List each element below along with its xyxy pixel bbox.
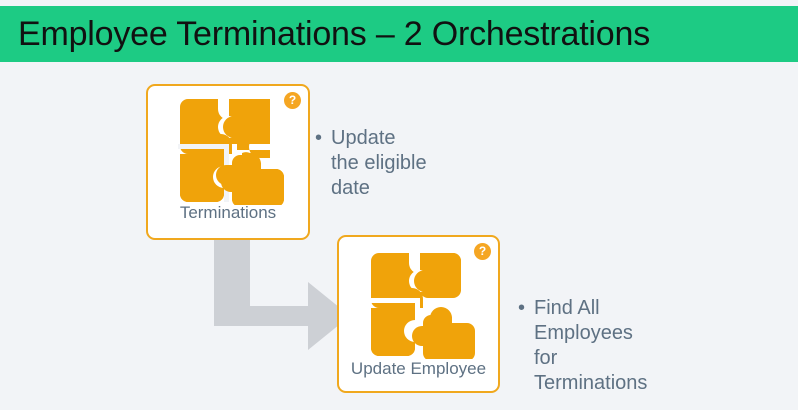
bullet-text: Update the eligible date <box>331 127 427 199</box>
bullet-text: Find All Employees for Terminations <box>534 297 648 394</box>
bullet-update-eligible-date: • Update the eligible date <box>315 126 465 201</box>
help-badge-icon[interactable]: ? <box>284 92 301 109</box>
page-title: Employee Terminations – 2 Orchestrations <box>18 15 651 53</box>
bullet-find-all-employees: • Find All Employees for Terminations <box>518 296 688 396</box>
bullet-marker: • <box>315 127 323 149</box>
elbow-arrow-icon <box>214 240 350 350</box>
orchestration-card-terminations[interactable]: ? Terminations <box>146 84 310 240</box>
title-banner: Employee Terminations – 2 Orchestrations <box>0 6 798 62</box>
help-badge-icon[interactable]: ? <box>474 243 491 260</box>
card-label: Update Employee <box>350 359 487 378</box>
puzzle-icon <box>178 99 284 205</box>
orchestration-card-update-employee[interactable]: ? Update Employee <box>337 235 500 393</box>
bullet-marker: • <box>518 297 526 319</box>
puzzle-icon <box>368 253 475 359</box>
card-label: Terminations <box>179 203 277 222</box>
